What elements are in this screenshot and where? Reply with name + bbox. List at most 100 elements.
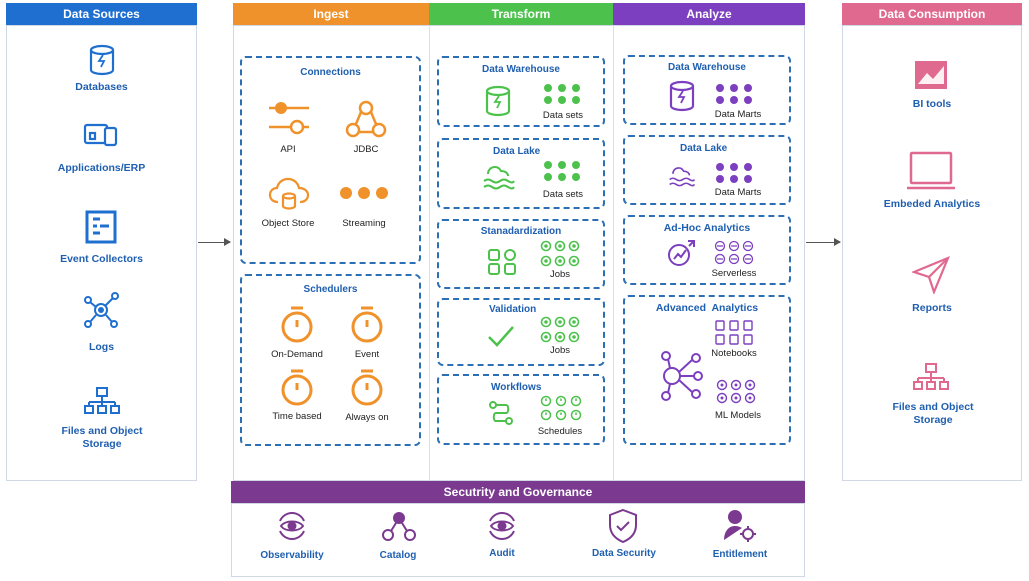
database-icon xyxy=(483,85,513,117)
consumption-bi-tools: BI tools xyxy=(912,98,952,110)
source-files-object-storage: Files and Object Storage xyxy=(61,425,143,450)
always-on-timer-icon xyxy=(349,368,385,406)
transform-standardization-sub: Jobs xyxy=(549,269,571,280)
analyze-data-lake-title: Data Lake xyxy=(680,143,728,154)
jdbc-icon xyxy=(345,99,387,139)
connections-box xyxy=(240,56,421,264)
header-transform: Transform xyxy=(429,3,613,25)
analyze-advanced-sub-ml-models: ML Models xyxy=(714,410,762,421)
logs-icon xyxy=(82,290,120,330)
transform-data-lake-box xyxy=(437,138,605,209)
transform-standardization-box xyxy=(437,219,605,289)
shapes-icon xyxy=(487,248,517,276)
header-analyze: Analyze xyxy=(613,3,805,25)
transform-data-warehouse-sub: Data sets xyxy=(542,110,584,121)
connection-streaming: Streaming xyxy=(342,218,386,229)
database-icon xyxy=(667,80,697,112)
panel-security-governance xyxy=(231,503,805,577)
analyze-data-lake-sub: Data Marts xyxy=(714,187,762,198)
catalog-icon xyxy=(381,510,417,544)
notebooks-icon xyxy=(714,320,754,346)
transform-workflows-sub: Schedules xyxy=(537,426,583,437)
shield-icon xyxy=(607,508,639,544)
scheduler-on-demand: On-Demand xyxy=(271,349,323,360)
analyze-advanced-title: Advanced Analytics xyxy=(655,302,759,314)
jobs-icon xyxy=(540,240,580,268)
analyze-advanced-sub-notebooks: Notebooks xyxy=(711,348,757,359)
bi-tools-icon xyxy=(914,60,948,90)
audit-icon xyxy=(485,509,519,543)
analyze-data-warehouse-title: Data Warehouse xyxy=(668,62,746,73)
object-store-icon xyxy=(268,176,310,212)
consumption-reports: Reports xyxy=(912,302,952,314)
schedulers-box xyxy=(240,274,421,446)
source-applications-erp: Applications/ERP xyxy=(57,162,146,174)
observability-icon xyxy=(275,509,309,543)
transform-workflows-box xyxy=(437,374,605,445)
analyze-data-lake-box xyxy=(623,135,791,205)
datasets-icon xyxy=(542,83,586,107)
transform-workflows-title: Workflows xyxy=(491,382,542,393)
files-storage-icon xyxy=(913,362,949,392)
api-icon xyxy=(267,100,311,136)
connection-api: API xyxy=(280,144,296,155)
schedules-icon xyxy=(539,394,583,422)
data-marts-icon xyxy=(714,83,758,107)
source-event-collectors: Event Collectors xyxy=(60,253,143,265)
streaming-icon xyxy=(338,186,390,200)
event-collectors-icon xyxy=(84,209,118,245)
security-catalog: Catalog xyxy=(379,550,417,561)
schedulers-title: Schedulers xyxy=(303,284,358,295)
workflow-icon xyxy=(488,400,514,426)
consumption-files-object-storage: Files and Object Storage xyxy=(892,401,974,426)
datasets-icon xyxy=(542,160,586,184)
transform-data-warehouse-title: Data Warehouse xyxy=(482,64,560,75)
arrow-sources-to-ingest xyxy=(198,238,231,246)
database-icon xyxy=(85,43,119,77)
consumption-embeded-analytics: Embeded Analytics xyxy=(883,198,981,210)
checkmark-icon xyxy=(486,324,516,348)
connections-title: Connections xyxy=(300,67,361,78)
transform-data-lake-sub: Data sets xyxy=(542,189,584,200)
header-data-sources: Data Sources xyxy=(6,3,197,25)
time-based-timer-icon xyxy=(279,368,315,406)
serverless-icon xyxy=(714,240,754,266)
arrow-analyze-to-consumption xyxy=(806,238,841,246)
scheduler-time-based: Time based xyxy=(272,411,322,422)
panel-ingest-transform-analyze xyxy=(233,25,805,481)
transform-validation-sub: Jobs xyxy=(549,345,571,356)
ml-models-icon xyxy=(716,379,756,405)
transform-standardization-title: Stanadardization xyxy=(480,226,562,237)
security-audit: Audit xyxy=(489,548,515,559)
scheduler-event: Event xyxy=(354,349,380,360)
analyze-advanced-box xyxy=(623,295,791,445)
header-data-consumption: Data Consumption xyxy=(842,3,1022,25)
laptop-icon xyxy=(906,151,956,191)
data-marts-icon xyxy=(714,162,758,186)
security-data-security: Data Security xyxy=(592,548,656,559)
applications-icon xyxy=(83,120,119,150)
transform-data-lake-title: Data Lake xyxy=(493,146,541,157)
send-icon xyxy=(912,256,950,294)
transform-data-warehouse-box xyxy=(437,56,605,127)
panel-data-sources xyxy=(6,25,197,481)
event-timer-icon xyxy=(349,305,385,343)
source-databases: Databases xyxy=(75,81,128,93)
data-lake-icon xyxy=(668,164,696,190)
analyze-data-warehouse-box xyxy=(623,55,791,125)
on-demand-timer-icon xyxy=(279,305,315,343)
transform-validation-box xyxy=(437,298,605,366)
neural-network-icon xyxy=(658,350,704,402)
security-observability: Observability xyxy=(260,550,324,561)
header-ingest: Ingest xyxy=(233,3,429,25)
analyze-adhoc-sub: Serverless xyxy=(711,268,757,279)
security-entitlement: Entitlement xyxy=(712,549,768,560)
analyze-adhoc-title: Ad-Hoc Analytics xyxy=(663,222,751,234)
scheduler-always-on: Always on xyxy=(345,412,389,423)
analyze-data-warehouse-sub: Data Marts xyxy=(714,109,762,120)
header-security-governance: Secutrity and Governance xyxy=(231,481,805,503)
files-storage-icon xyxy=(84,386,120,416)
data-lake-icon xyxy=(482,164,516,192)
entitlement-icon xyxy=(722,508,758,544)
